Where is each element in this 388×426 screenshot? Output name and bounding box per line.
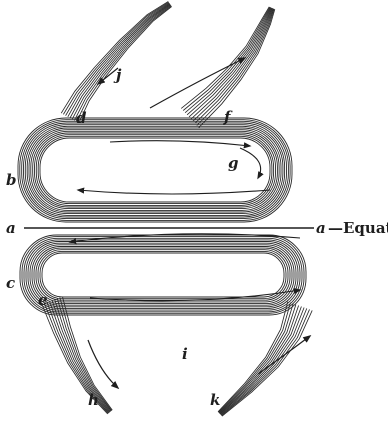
lowerBand-line <box>34 247 292 304</box>
label-j: j <box>113 66 122 84</box>
label-e: e <box>38 291 48 309</box>
lower-gyre <box>20 234 306 315</box>
upperBand-line <box>27 126 283 213</box>
label-d: d <box>76 109 87 127</box>
streamF-line <box>187 8 271 115</box>
upper-gyre-inner-arrow-right <box>240 148 261 178</box>
lower-gyre-band <box>20 235 306 315</box>
streamH-line <box>55 299 111 411</box>
upper-gyre-inner-arrow-top <box>110 141 250 146</box>
upper-gyre <box>18 118 292 222</box>
lowerBand-line <box>26 240 300 310</box>
label-k: k <box>210 391 220 409</box>
lowerBand-line <box>38 250 288 301</box>
arrow-f-branch <box>150 58 245 108</box>
streamK-line <box>218 303 290 413</box>
stream-h <box>42 297 113 414</box>
streamJ-line <box>72 5 170 120</box>
lowerBand-line <box>20 235 306 315</box>
label-g: g <box>228 154 239 172</box>
label-b: b <box>6 171 17 189</box>
upper-gyre-band <box>18 118 292 222</box>
streamK-line <box>218 302 288 412</box>
streamF-line <box>183 7 270 110</box>
lowerBand-line <box>40 251 286 298</box>
label-c: c <box>6 274 15 292</box>
upperBand-line <box>18 118 292 222</box>
streamJ-line <box>79 7 172 123</box>
upperBand-line <box>35 133 276 207</box>
stream-k <box>218 302 312 417</box>
label-h: h <box>88 391 99 409</box>
label-i: i <box>182 345 188 363</box>
streamJ-line <box>74 5 170 120</box>
label-a-left: a <box>6 219 16 237</box>
streamF-line <box>181 7 269 109</box>
upperBand-line <box>31 130 279 211</box>
label-equator: —Equator. <box>328 219 388 237</box>
upperBand-line <box>33 131 278 208</box>
lowerBand-line <box>36 248 290 302</box>
lowerBand-line <box>42 253 284 297</box>
label-a-right: a <box>316 219 326 237</box>
arrow-h <box>88 340 118 388</box>
streamJ-line <box>70 4 170 118</box>
upper-gyre-inner-arrow-bottom <box>78 190 270 194</box>
